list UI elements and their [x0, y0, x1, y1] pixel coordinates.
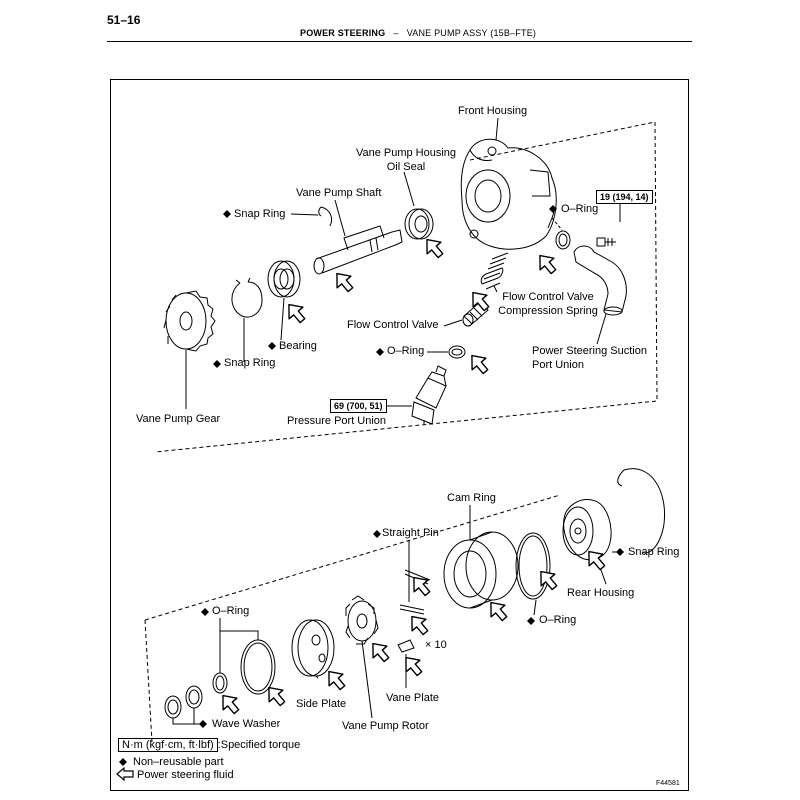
label-snap-ring-right: Snap Ring — [628, 546, 680, 558]
torque-suction: 19 (194, 14) — [596, 190, 653, 204]
legend-unit-desc: :Specified torque — [217, 739, 301, 751]
legend-nonreusable: Non–reusable part — [133, 756, 224, 768]
subsection-title: VANE PUMP ASSY (15B–FTE) — [406, 28, 537, 38]
label-side-plate: Side Plate — [296, 698, 347, 710]
label-flow-control-spring: Flow Control Valve Compression Spring — [492, 290, 604, 318]
label-snap-ring-top: Snap Ring — [234, 208, 286, 220]
label-flow-control-valve: Flow Control Valve — [347, 319, 439, 331]
label-vane-pump-shaft: Vane Pump Shaft — [296, 187, 382, 199]
label-suction-union-line2: Port Union — [532, 359, 584, 371]
label-flow-control-spring-line1: Flow Control Valve — [502, 291, 594, 303]
label-o-ring-left: O–Ring — [212, 605, 250, 617]
label-rear-housing: Rear Housing — [567, 587, 635, 599]
legend-unit-box: N·m (kgf·cm, ft·lbf) — [118, 738, 218, 752]
vane-pump-rotor-drawing — [345, 595, 379, 645]
figure-number: F44581 — [656, 780, 680, 787]
label-suction-union-line1: Power Steering Suction — [532, 345, 647, 357]
label-oil-seal-line2: Oil Seal — [386, 161, 426, 173]
label-oil-seal-line1: Vane Pump Housing — [355, 147, 457, 159]
label-o-ring-right: O–Ring — [539, 614, 577, 626]
label-oil-seal: Vane Pump Housing Oil Seal — [352, 146, 460, 174]
label-suction-union: Power Steering Suction Port Union — [532, 344, 647, 372]
label-straight-pin: Straight Pin — [382, 527, 439, 539]
label-wave-washer: Wave Washer — [212, 718, 281, 730]
header-rule — [107, 41, 692, 42]
label-vane-pump-rotor: Vane Pump Rotor — [342, 720, 429, 732]
page-header: POWER STEERING – VANE PUMP ASSY (15B–FTE… — [300, 28, 536, 38]
legend-arrow-icon — [116, 766, 134, 782]
page-number: 51–16 — [107, 13, 141, 27]
diagram-frame — [110, 79, 689, 791]
header-separator: – — [393, 28, 399, 38]
label-pressure-port-union: Pressure Port Union — [287, 415, 387, 427]
label-snap-ring-mid: Snap Ring — [224, 357, 276, 369]
label-o-ring-top: O–Ring — [561, 203, 599, 215]
front-housing-drawing — [460, 138, 557, 250]
rear-housing-drawing — [562, 499, 612, 561]
label-flow-control-spring-line2: Compression Spring — [498, 305, 598, 317]
vane-pump-gear-drawing — [163, 290, 216, 352]
section-title: POWER STEERING — [300, 28, 386, 38]
label-times-ten: × 10 — [425, 639, 447, 651]
label-cam-ring: Cam Ring — [447, 492, 496, 504]
label-front-housing: Front Housing — [458, 105, 528, 117]
label-o-ring-mid: O–Ring — [387, 345, 425, 357]
torque-pressure: 69 (700, 51) — [330, 399, 387, 413]
label-vane-plate: Vane Plate — [386, 692, 440, 704]
label-bearing: Bearing — [279, 340, 317, 352]
legend-fluid: Power steering fluid — [137, 769, 234, 781]
legend-torque-row: N·m (kgf·cm, ft·lbf) :Specified torque — [118, 738, 300, 752]
label-vane-pump-gear: Vane Pump Gear — [136, 413, 221, 425]
